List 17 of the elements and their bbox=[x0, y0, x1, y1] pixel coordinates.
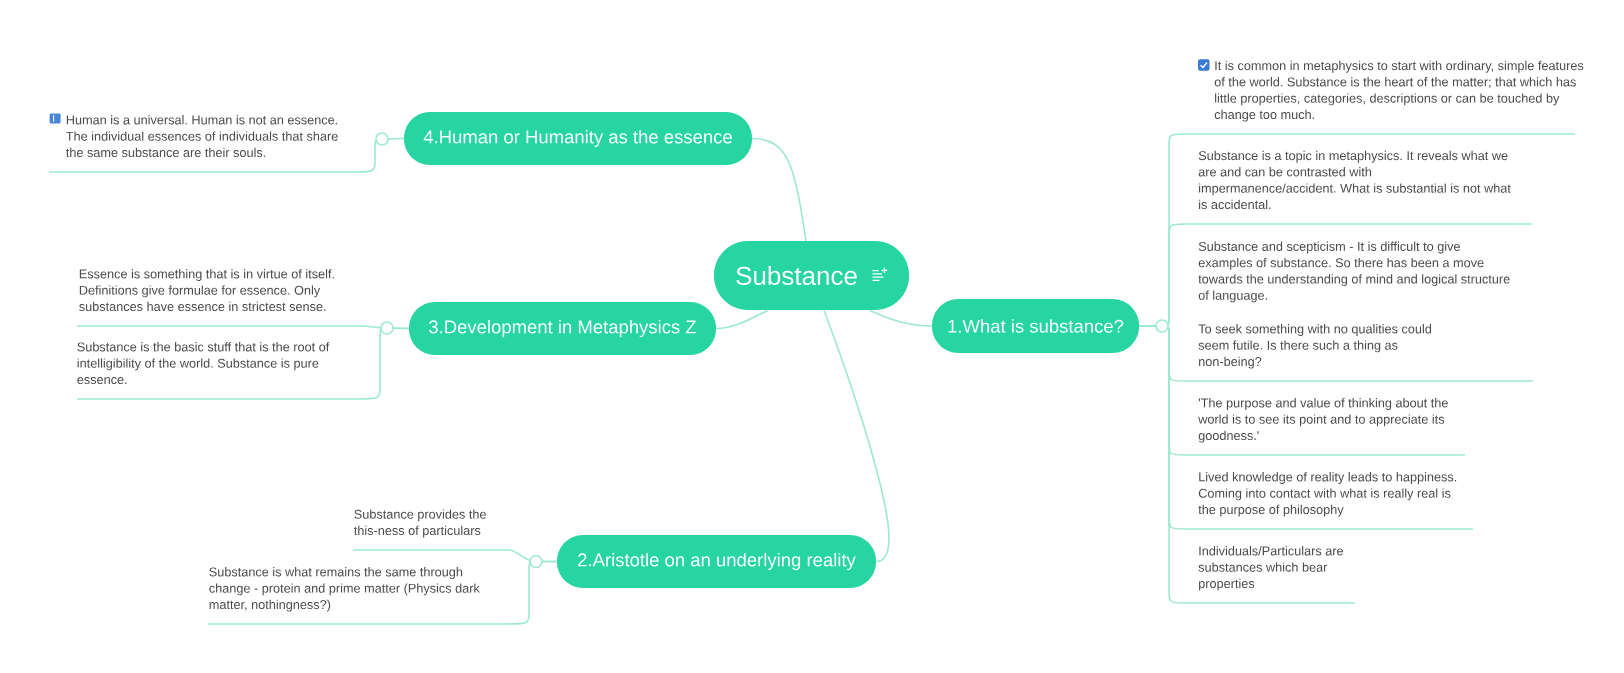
topic-box: 1.What is substance? bbox=[932, 299, 1139, 353]
note-text: Individuals/Particulars are substances which bear properties bbox=[1198, 546, 1343, 591]
topic-box: 4.Human or Humanity as the essence bbox=[404, 112, 752, 165]
note-text: Human is a universal. Human is not an essence. The individual essences of individuals that share the same substance are their souls. bbox=[66, 115, 338, 158]
note-text: Substance is the basic stuff that is the root of intelligibility of the world. Substance is pure essence. bbox=[77, 342, 330, 385]
central-topic-box: Substance bbox=[714, 241, 909, 310]
note-text: Substance is what remains the same through change - protein and prime matter (Physics dark matter, nothingness?) bbox=[209, 567, 480, 612]
note-text: Substance provides the this-ness of particulars bbox=[354, 509, 486, 538]
note-text: Essence is something that is in virtue of itself. Definitions give formulae for essence. Only substances have essence in strictest sense. bbox=[79, 269, 334, 312]
note-text: Substance and scepticism - It is difficult to give examples of substance. So there has been a move towards the understanding of mind and logical structure of language. bbox=[1198, 241, 1510, 303]
note-text: Lived knowledge of reality leads to happiness. Coming into contact with what is really real is the purpose of philosophy bbox=[1198, 472, 1457, 517]
note-text: Substance is a topic in metaphysics. It reveals what we are and can be contrasted with impermanence/accident. What is substantial is not what is accidental. bbox=[1198, 150, 1511, 210]
topic-box: 3.Development in Metaphysics Z bbox=[409, 302, 716, 355]
note-text: 'The purpose and value of thinking about the world is to see its point and to appreciate its goodness.' bbox=[1198, 398, 1448, 443]
note-text: To seek something with no qualities could seem futile. Is there such a thing as non-being? bbox=[1198, 324, 1431, 369]
note-text: It is common in metaphysics to start with ordinary, simple features of the world. Substance is the heart of the matter; that which has little properties, categories, descriptions or can be touched by change too much. bbox=[1214, 60, 1584, 122]
topic-box: 2.Aristotle on an underlying reality bbox=[557, 535, 876, 588]
